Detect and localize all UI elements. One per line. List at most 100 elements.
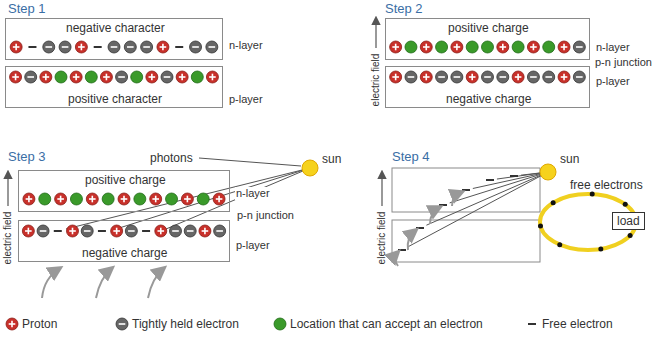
- held-electron: [482, 71, 494, 83]
- charge-sign: [128, 230, 135, 232]
- charge-sign: [192, 46, 199, 48]
- proton: [181, 193, 193, 205]
- proton: [199, 225, 211, 237]
- charge-sign: [172, 230, 179, 232]
- proton: [22, 225, 34, 237]
- held-electron: [141, 41, 153, 53]
- field-arrow: [7, 172, 8, 206]
- held-electron: [206, 41, 218, 53]
- charge-sign: [395, 74, 397, 81]
- held-electron: [543, 71, 555, 83]
- p-layer-box: [392, 220, 540, 262]
- layer-name: n-layer: [235, 187, 271, 200]
- charge-sign: [164, 76, 171, 78]
- electron-path: [395, 252, 398, 266]
- layer-box: negative chargep-layer: [18, 220, 230, 262]
- electron-path: [408, 230, 416, 250]
- charge-sign: [471, 74, 473, 81]
- electron-dot: [623, 202, 628, 207]
- electron-hole: [405, 41, 417, 53]
- layer-name: p-layer: [595, 75, 631, 88]
- held-electron: [116, 71, 128, 83]
- charge-sign: [563, 44, 565, 51]
- electron-hole: [166, 193, 178, 205]
- photon-ray: [473, 172, 548, 188]
- proton: [10, 41, 22, 53]
- electron-path: [430, 207, 440, 224]
- charge-sign: [162, 44, 164, 51]
- legend-text: Proton: [22, 317, 57, 331]
- layer-box: positive chargen-layer: [385, 18, 590, 60]
- legend-swatch: [116, 318, 128, 330]
- held-electron: [161, 71, 173, 83]
- electron-dot: [538, 223, 543, 228]
- proton: [512, 71, 524, 83]
- charge-sign: [45, 46, 52, 48]
- held-electron: [25, 71, 37, 83]
- electron-hole: [482, 41, 494, 53]
- charge-sign: [187, 196, 189, 203]
- held-electron: [436, 71, 448, 83]
- proton: [420, 71, 432, 83]
- charge-sign: [106, 74, 108, 81]
- held-electron: [497, 71, 509, 83]
- charge-rows: [10, 41, 586, 237]
- proton: [75, 41, 87, 53]
- layer-box: negative chargep-layer: [385, 66, 590, 108]
- photon-rays: [398, 172, 548, 250]
- held-electron: [170, 225, 182, 237]
- charge-sign: [28, 228, 30, 235]
- charge-sign: [181, 74, 183, 81]
- electron-hole: [102, 193, 114, 205]
- charge-sign: [204, 228, 206, 235]
- charge-sign: [454, 76, 461, 78]
- electron-path: [96, 268, 112, 298]
- free-electron: [398, 249, 406, 251]
- sun-label: sun: [560, 152, 579, 166]
- proton: [40, 71, 52, 83]
- charge-sign: [118, 76, 125, 78]
- layer-box: positive chargen-layer: [18, 170, 230, 212]
- photon-ray: [426, 172, 548, 225]
- electron-path: [148, 268, 164, 298]
- legend-swatch: [274, 318, 286, 330]
- held-electron: [573, 41, 585, 53]
- charge-sign: [155, 196, 157, 203]
- layer-name: n-layer: [228, 39, 264, 52]
- charge-sign: [81, 44, 83, 51]
- junction-label: p-n junction: [236, 209, 295, 222]
- charge-sign: [127, 46, 134, 48]
- proton: [451, 41, 463, 53]
- charge-sign: [576, 46, 583, 48]
- sun-icon: [540, 164, 556, 180]
- electron-hole: [191, 71, 203, 83]
- step-title: Step 4: [392, 150, 430, 164]
- layer-caption: negative character: [66, 21, 165, 35]
- electron-hole: [512, 41, 524, 53]
- held-electron: [184, 225, 196, 237]
- load-box: load: [612, 212, 645, 230]
- held-electron: [527, 71, 539, 83]
- proton: [420, 41, 432, 53]
- proton: [67, 225, 79, 237]
- charge-sign: [502, 44, 504, 51]
- proton: [86, 193, 98, 205]
- layer-name: n-layer: [595, 41, 631, 54]
- sun-label: sun: [322, 152, 341, 166]
- charge-sign: [119, 323, 126, 325]
- held-electron: [81, 225, 93, 237]
- charge-sign: [28, 196, 30, 203]
- charge-sign: [187, 230, 194, 232]
- charge-sign: [123, 196, 125, 203]
- proton: [146, 71, 158, 83]
- free-electron: [28, 46, 36, 48]
- charge-sign: [576, 76, 583, 78]
- layer-caption: negative charge: [82, 246, 167, 260]
- electron-hole: [39, 193, 51, 205]
- leader-line: [199, 158, 301, 166]
- electron-hole: [543, 41, 555, 53]
- proton: [390, 41, 402, 53]
- free-electron: [175, 46, 183, 48]
- charge-sign: [60, 196, 62, 203]
- free-electron: [98, 230, 106, 232]
